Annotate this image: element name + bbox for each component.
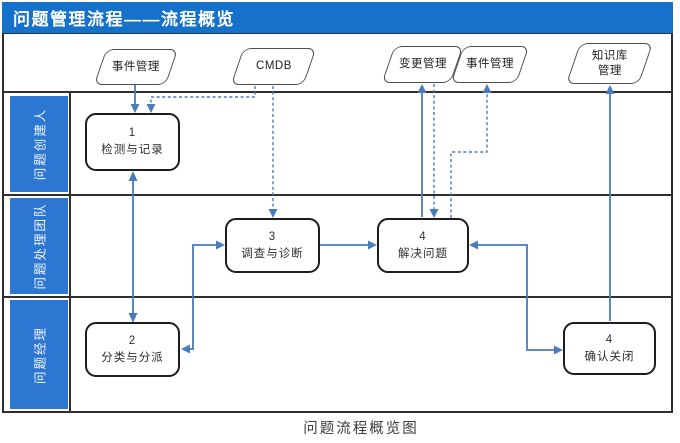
parallelogram: CMDB (230, 48, 317, 85)
step-label: 分类与分派 (101, 351, 164, 364)
swimlane-text: 问题创建人 (33, 107, 48, 181)
parallelogram: 事件管理 (93, 49, 179, 85)
title-bar: 问题管理流程——流程概览 (2, 2, 673, 34)
swimlane-text: 问题经理 (33, 325, 48, 384)
lane-divider-1 (4, 194, 671, 196)
external-shape-label: 变更管理 (398, 58, 447, 71)
parallelogram: 知识库管理 (565, 43, 654, 84)
external-shape-incident-mgmt-1: 事件管理 (93, 49, 179, 85)
parallelogram: 变更管理 (381, 46, 464, 83)
step-number: 2 (128, 334, 137, 347)
step-number: 4 (605, 333, 614, 346)
step-label: 检测与记录 (101, 144, 164, 156)
external-shape-cmdb: CMDB (230, 48, 317, 85)
step-label: 确认关闭 (584, 350, 635, 363)
external-shape-knowledge-base: 知识库管理 (565, 43, 654, 84)
step-label: 调查与诊断 (241, 247, 304, 260)
diagram-title: 问题管理流程——流程概览 (13, 10, 235, 29)
step-number: 1 (128, 127, 137, 140)
step-box-detect-record: 1 检测与记录 (85, 113, 180, 171)
external-shape-label: 知识库管理 (591, 49, 628, 77)
swimlane-label-problem-manager: 问题经理 (10, 300, 68, 409)
swimlane-text: 问题处理团队 (33, 202, 48, 290)
step-number: 4 (419, 230, 427, 243)
parallelogram: 事件管理 (450, 46, 530, 83)
swimlane-label-problem-team: 问题处理团队 (10, 198, 68, 294)
step-label: 解决问题 (398, 247, 448, 260)
external-shape-incident-mgmt-2: 事件管理 (450, 46, 530, 83)
label-column-divider (69, 92, 71, 411)
step-box-confirm-close: 4 确认关闭 (563, 322, 656, 375)
external-shape-label: CMDB (255, 60, 292, 73)
step-box-classify-assign: 2 分类与分派 (85, 322, 180, 377)
external-shape-change-mgmt: 变更管理 (381, 46, 464, 83)
swimlane-label-problem-creator: 问题创建人 (10, 96, 68, 192)
step-box-investigate-diagnose: 3 调查与诊断 (225, 218, 320, 273)
diagram-caption: 问题流程概览图 (303, 421, 419, 437)
lane-divider-top (4, 91, 671, 93)
external-shape-label: 事件管理 (466, 58, 514, 71)
external-shape-label: 事件管理 (112, 60, 160, 73)
lane-divider-2 (4, 296, 671, 298)
step-number: 3 (268, 230, 277, 243)
step-box-resolve-problem: 4 解决问题 (377, 218, 469, 273)
